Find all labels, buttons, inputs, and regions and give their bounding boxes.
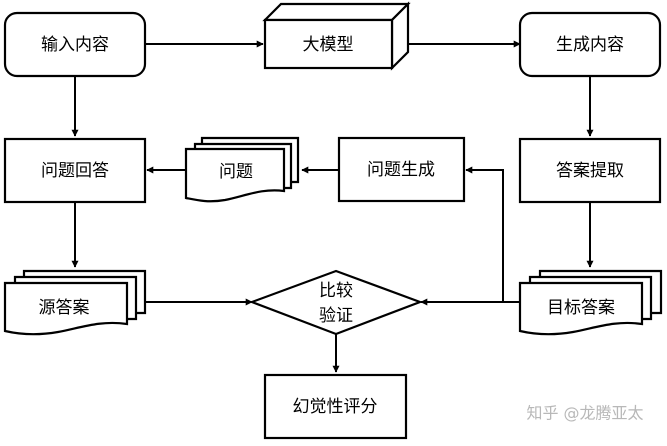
node-question-answering: 问题回答 xyxy=(3,137,147,204)
doc-front-page xyxy=(518,281,644,336)
rounded-rect-shape xyxy=(518,11,662,78)
rect-shape xyxy=(518,137,662,204)
node-source-answers: 源答案 xyxy=(3,269,147,336)
rect-shape xyxy=(3,137,147,204)
node-label: 生成内容 xyxy=(556,35,624,55)
node-label: 目标答案 xyxy=(547,298,615,318)
node-hallucination-score: 幻觉性评分 xyxy=(263,373,408,440)
node-question-generation: 问题生成 xyxy=(337,136,466,203)
node-label: 答案提取 xyxy=(556,161,624,181)
node-label-line1: 比较 xyxy=(319,281,353,301)
node-label: 问题回答 xyxy=(41,161,109,181)
node-label: 输入内容 xyxy=(41,35,109,55)
rect-shape xyxy=(263,373,408,440)
node-answer-extraction: 答案提取 xyxy=(518,137,662,204)
node-target-answers: 目标答案 xyxy=(518,269,663,336)
doc-front-page xyxy=(184,147,286,203)
node-label: 问题 xyxy=(219,162,253,182)
node-compare-verify: 比较 验证 xyxy=(248,269,424,336)
node-input-content: 输入内容 xyxy=(3,11,147,78)
edges xyxy=(71,40,594,373)
box-front-face xyxy=(263,18,394,70)
node-label-line2: 验证 xyxy=(319,306,353,326)
node-label: 幻觉性评分 xyxy=(293,397,378,417)
rect-shape xyxy=(337,136,466,203)
node-label: 源答案 xyxy=(39,298,90,318)
node-questions: 问题 xyxy=(184,136,300,203)
doc-front-page xyxy=(3,281,129,336)
edge-target-answers-to-qgen xyxy=(465,166,504,302)
watermark: 知乎 @龙腾亚太 xyxy=(526,404,643,423)
node-generated-content: 生成内容 xyxy=(518,11,662,78)
box-top-face xyxy=(262,2,411,22)
node-label: 问题生成 xyxy=(367,160,435,180)
node-label: 大模型 xyxy=(303,35,354,55)
diamond-shape xyxy=(248,269,424,336)
rounded-rect-shape xyxy=(3,11,147,78)
node-llm: 大模型 xyxy=(262,1,411,71)
